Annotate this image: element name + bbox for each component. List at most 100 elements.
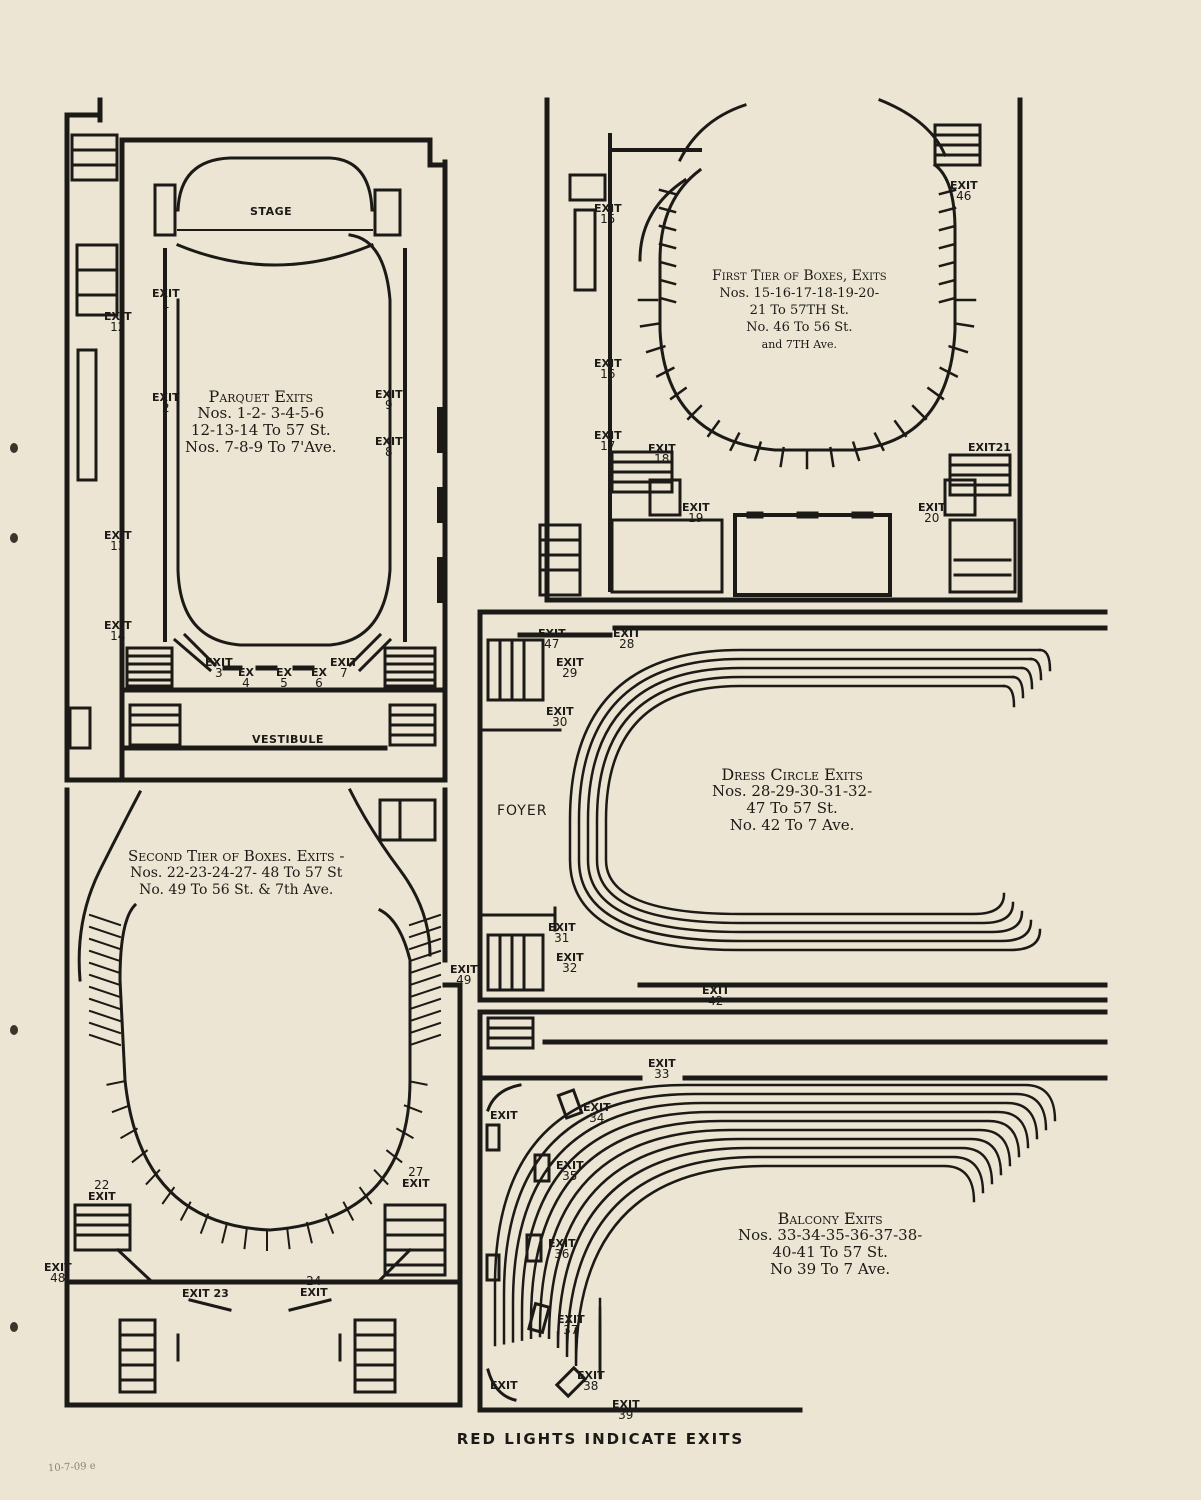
- box-partition: [408, 937, 442, 951]
- dress-circle-plan: [477, 609, 1108, 1003]
- balcony-plan: [477, 1009, 1108, 1413]
- exit-label: EXIT 23: [182, 1287, 229, 1300]
- box-partition: [88, 997, 122, 1011]
- box-partition: [706, 419, 721, 438]
- second-tier-exits-line-2: No. 49 To 56 St. & 7th Ave.: [139, 882, 334, 898]
- box-partition: [106, 1080, 126, 1086]
- box-partition: [669, 386, 688, 401]
- parquet-exits-note: Parquet Exits Nos. 1-2- 3-4-5-6 12-13-14…: [185, 388, 337, 456]
- box-partition: [88, 1021, 122, 1035]
- dress-circle-details: [481, 638, 562, 992]
- box-partition: [408, 1021, 442, 1035]
- box-partition: [938, 296, 957, 304]
- row-line: [568, 648, 1042, 952]
- box-partition: [342, 1201, 355, 1221]
- row-line: [538, 1128, 1012, 1338]
- row-line: [604, 684, 1006, 916]
- box-partition: [88, 913, 122, 927]
- balcony-exits-line-3: No 39 To 7 Ave.: [770, 1260, 891, 1278]
- box-partition: [145, 1168, 161, 1186]
- row-line: [493, 1083, 1057, 1347]
- exit-label: EXIT21: [968, 441, 1011, 454]
- box-partition: [408, 1080, 428, 1086]
- first-tier-exits-line-2: 21 To 57TH St.: [749, 303, 849, 318]
- box-partition: [88, 985, 122, 999]
- box-partition: [88, 925, 122, 939]
- box-partition: [305, 1221, 313, 1244]
- box-partition: [658, 224, 677, 232]
- box-partition: [408, 961, 442, 975]
- parquet-details: [68, 133, 443, 750]
- box-partition: [911, 404, 928, 421]
- box-partition: [938, 224, 957, 232]
- row-line: [529, 1119, 1021, 1340]
- box-partition: [948, 344, 969, 354]
- row-line: [511, 1101, 1039, 1343]
- first-tier-details: [538, 98, 1017, 597]
- first-tier-exits-title: First Tier of Boxes, Exits: [712, 268, 887, 284]
- box-partition: [873, 432, 885, 452]
- balcony-rows: [493, 1083, 1057, 1380]
- first-tier-exits-line-3: No. 46 To 56 St.: [746, 320, 853, 335]
- balcony-exits-line-2: 40-41 To 57 St.: [772, 1243, 888, 1261]
- box-partition: [938, 260, 957, 268]
- box-partition: [953, 322, 975, 328]
- box-partition: [729, 432, 741, 452]
- box-partition: [658, 188, 677, 196]
- box-partition: [161, 1186, 176, 1205]
- box-partition: [639, 322, 661, 328]
- box-partition: [658, 260, 677, 268]
- dress-circle-exits-title: Dress Circle Exits: [721, 765, 863, 784]
- row-line: [595, 675, 1015, 925]
- box-partition: [358, 1186, 373, 1205]
- box-partition: [408, 973, 442, 987]
- dress-circle-exits-note: Dress Circle Exits Nos. 28-29-30-31-32- …: [712, 766, 872, 834]
- box-partition: [403, 1104, 423, 1114]
- row-line: [574, 1164, 976, 1367]
- box-partition: [385, 1149, 403, 1164]
- box-partition: [395, 1127, 414, 1140]
- box-partition: [658, 278, 677, 286]
- box-partition: [655, 366, 675, 378]
- second-tier-exits-note: Second Tier of Boxes. Exits - Nos. 22-23…: [128, 848, 344, 899]
- first-tier-plan: [544, 97, 1023, 603]
- box-partition: [88, 1009, 122, 1023]
- box-partition: [408, 985, 442, 999]
- box-partition: [686, 404, 703, 421]
- box-partition: [131, 1149, 149, 1164]
- first-tier-box-partitions: [637, 188, 977, 470]
- footer-caption: RED LIGHTS INDICATE EXITS: [456, 1430, 745, 1448]
- parquet-exits-line-3: Nos. 7-8-9 To 7'Ave.: [185, 438, 337, 456]
- box-partition: [88, 949, 122, 963]
- box-partition: [753, 441, 763, 462]
- exit-label: EXIT: [490, 1379, 518, 1392]
- row-line: [565, 1155, 985, 1358]
- box-partition: [658, 242, 677, 250]
- row-line: [577, 657, 1033, 943]
- box-partition: [938, 242, 957, 250]
